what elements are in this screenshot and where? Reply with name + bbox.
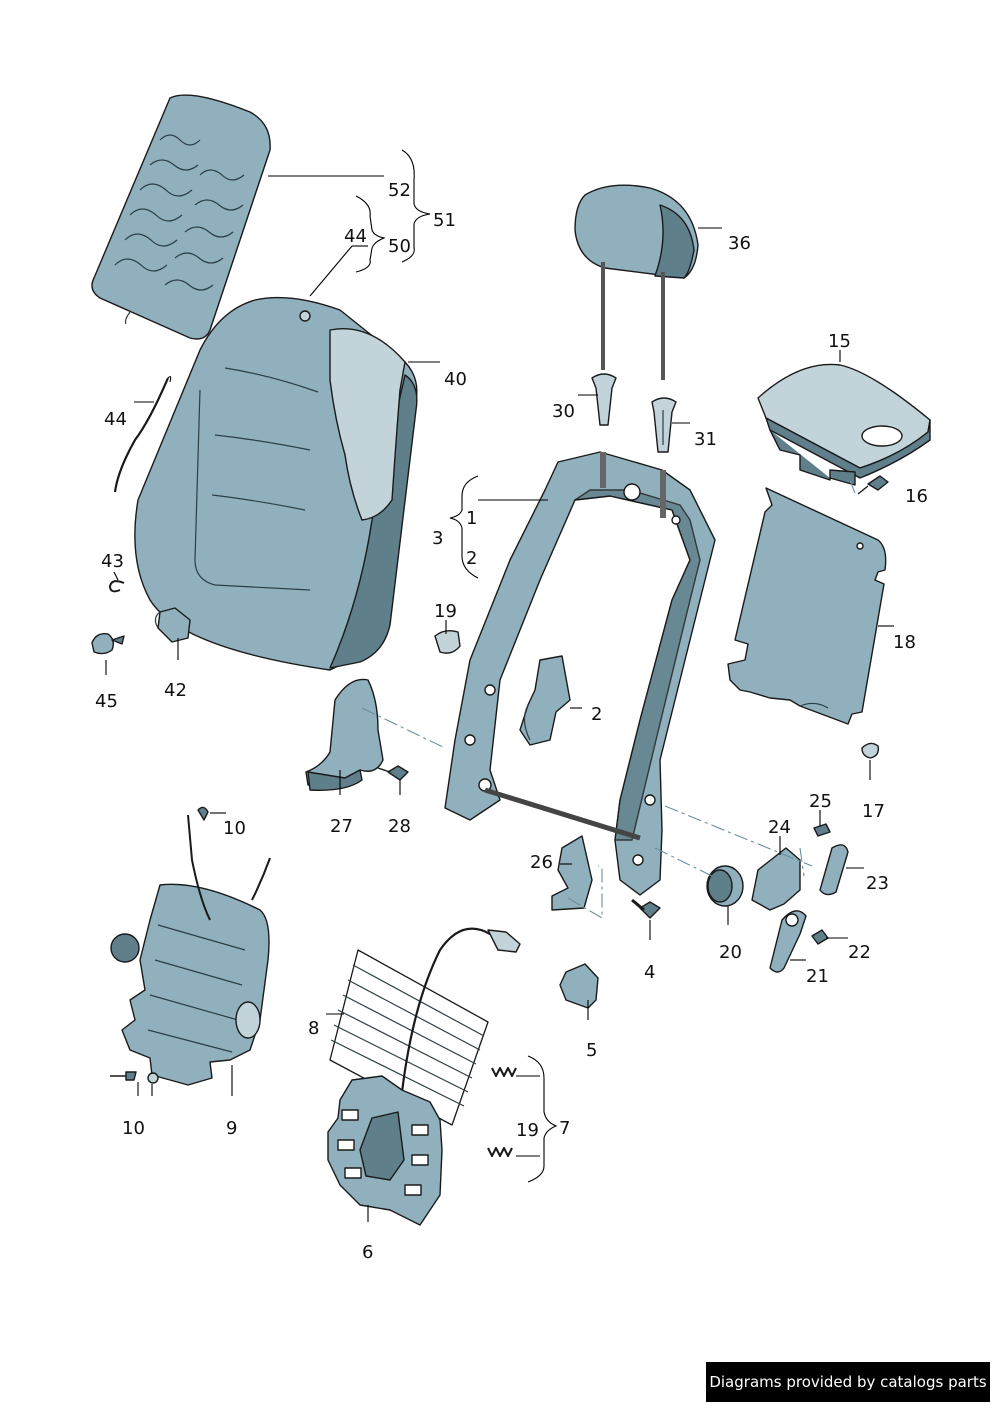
callout-7: 7 bbox=[559, 1118, 570, 1139]
footer-credit-text: Diagrams provided by catalogs parts bbox=[709, 1373, 987, 1391]
callout-22: 22 bbox=[848, 942, 871, 963]
part-20-handwheel bbox=[706, 865, 744, 907]
part-36-headrest bbox=[574, 184, 699, 380]
part-26-cover bbox=[551, 835, 593, 911]
callout-19-springs: 19 bbox=[516, 1120, 539, 1141]
callout-50: 50 bbox=[388, 236, 411, 257]
part-31-guide-sleeve-locking bbox=[651, 397, 677, 453]
callout-16: 16 bbox=[905, 486, 928, 507]
part-40-backrest-cushion bbox=[134, 296, 418, 671]
part-27-side-trim bbox=[305, 678, 384, 791]
callout-24: 24 bbox=[768, 817, 791, 838]
braces bbox=[355, 149, 558, 1183]
callout-26: 26 bbox=[530, 852, 553, 873]
part-25-clip bbox=[813, 823, 831, 837]
part-2-lumbar-adjuster bbox=[519, 655, 571, 746]
part-8-seat-wire-mat bbox=[329, 927, 521, 1126]
part-19-bracket bbox=[434, 629, 461, 654]
callout-52: 52 bbox=[388, 180, 411, 201]
callout-44-rod: 44 bbox=[104, 409, 127, 430]
callout-2-frame: 2 bbox=[466, 548, 477, 569]
part-45-push-pin bbox=[91, 633, 125, 655]
callout-42: 42 bbox=[164, 680, 187, 701]
callout-51: 51 bbox=[433, 210, 456, 231]
part-21-lever bbox=[769, 910, 807, 973]
part-1-backrest-frame bbox=[444, 451, 716, 896]
callout-25: 25 bbox=[809, 791, 832, 812]
callout-31: 31 bbox=[694, 429, 717, 450]
callout-19-top: 19 bbox=[434, 601, 457, 622]
part-28-screw bbox=[377, 765, 409, 781]
footer-credit: Diagrams provided by catalogs parts bbox=[706, 1362, 990, 1402]
callout-23: 23 bbox=[866, 873, 889, 894]
callout-4: 4 bbox=[644, 962, 655, 983]
leader-lines bbox=[105, 175, 894, 1222]
part-9-lumbar-support bbox=[110, 814, 271, 1086]
callout-1: 1 bbox=[466, 508, 477, 529]
callout-10-top: 10 bbox=[223, 818, 246, 839]
part-44-wire-rod bbox=[113, 376, 172, 493]
callout-18: 18 bbox=[893, 632, 916, 653]
callout-15: 15 bbox=[828, 331, 851, 352]
part-52-heating-pad bbox=[91, 94, 271, 340]
part-19-springs bbox=[487, 1067, 517, 1157]
part-23-trim-cap bbox=[819, 844, 849, 896]
callout-6: 6 bbox=[362, 1242, 373, 1263]
part-30-guide-sleeve bbox=[591, 373, 617, 426]
part-24-recliner-cover bbox=[751, 847, 801, 911]
callout-9: 9 bbox=[226, 1118, 237, 1139]
callout-27: 27 bbox=[330, 816, 353, 837]
part-17-nut bbox=[861, 742, 880, 759]
part-4-bolt bbox=[631, 898, 661, 919]
callout-2-adjuster: 2 bbox=[591, 704, 602, 725]
callout-21: 21 bbox=[806, 966, 829, 987]
part-5-bracket bbox=[559, 963, 599, 1009]
part-22-screw bbox=[811, 929, 829, 945]
callout-5: 5 bbox=[586, 1040, 597, 1061]
callout-20: 20 bbox=[719, 942, 742, 963]
part-18-back-panel bbox=[727, 487, 887, 725]
part-16-screw bbox=[857, 475, 889, 495]
part-42-clamp bbox=[154, 607, 191, 643]
callout-labels: 52 51 50 44 40 36 30 31 15 16 1 3 2 2 44… bbox=[95, 180, 928, 1263]
part-10-clip-top bbox=[197, 806, 209, 821]
callout-44-top: 44 bbox=[344, 226, 367, 247]
callout-45: 45 bbox=[95, 691, 118, 712]
callout-3: 3 bbox=[432, 528, 443, 549]
callout-36: 36 bbox=[728, 233, 751, 254]
callout-40: 40 bbox=[444, 369, 467, 390]
part-15-headrest-cover bbox=[757, 363, 931, 486]
part-6-seat-plate bbox=[327, 1075, 443, 1226]
part-43-clip bbox=[109, 580, 125, 593]
part-10-fasteners-bottom bbox=[110, 1071, 159, 1084]
callout-17: 17 bbox=[862, 801, 885, 822]
alignment-lines bbox=[361, 479, 857, 919]
callout-8: 8 bbox=[308, 1018, 319, 1039]
callout-30: 30 bbox=[552, 401, 575, 422]
callout-28: 28 bbox=[388, 816, 411, 837]
callout-43: 43 bbox=[101, 551, 124, 572]
callout-10-bottom: 10 bbox=[122, 1118, 145, 1139]
